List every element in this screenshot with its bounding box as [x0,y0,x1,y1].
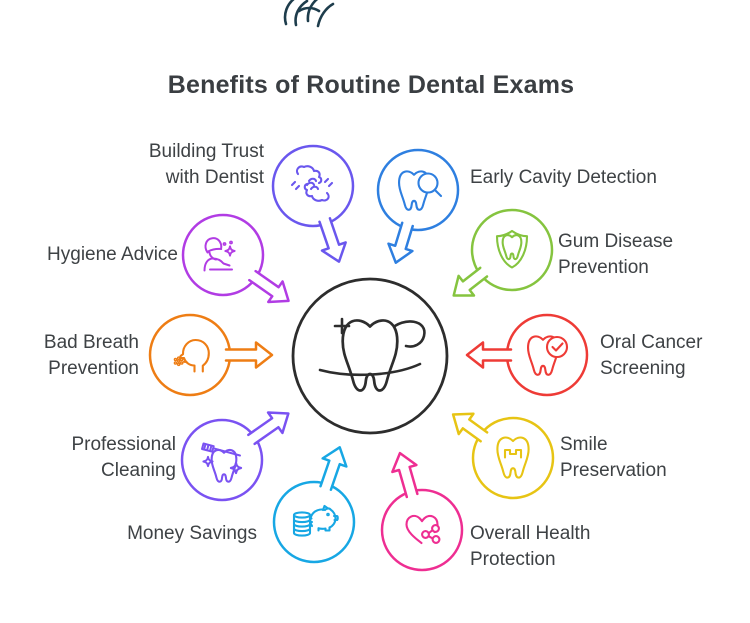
toothbrush-sparkle-icon [201,442,243,483]
node-cleaning [180,411,290,502]
node-circle [180,418,264,502]
label-line: Cleaning [101,460,176,481]
label-overall-health: Overall Health Protection [470,521,590,573]
crown-tooth-icon [496,436,530,479]
label-line: Oral Cancer [600,332,703,353]
handshake-icon [290,165,334,202]
label-line: Money Savings [127,523,257,544]
label-line: Prevention [558,257,649,278]
shield-tooth-icon [495,229,529,269]
node-hygiene [181,213,290,304]
node-building-trust [271,144,355,263]
tooth-check-icon [526,335,569,376]
page-title: Benefits of Routine Dental Exams [167,70,575,99]
node-smile [451,412,555,500]
label-line: Bad Breath [43,332,139,353]
label-gum-disease: Gum Disease Prevention [558,229,673,281]
label-line: Preservation [560,460,667,481]
label-line: Prevention [48,358,139,379]
arrow-to-center [319,446,348,492]
arrow-to-center [224,341,274,369]
node-circle [470,208,554,292]
breath-profile-icon [173,338,210,373]
heart-share-icon [405,514,441,545]
label-line: Gum Disease [558,231,674,252]
node-circle [272,480,356,564]
label-line: with Dentist [165,167,264,188]
label-line: Professional [71,434,176,455]
node-circle [380,488,464,572]
tooth-orbit-plus-icon [318,317,426,392]
arrow-to-center [248,269,290,304]
label-line: Hygiene Advice [47,244,178,265]
node-circle [505,313,589,397]
label-line: Early Cavity Detection [470,167,657,188]
label-line: Smile [560,434,608,455]
cropped-icon-fragment [283,0,335,28]
node-circle [271,144,355,228]
node-circle [376,148,460,232]
label-line: Protection [470,549,556,570]
node-oral-cancer [465,313,589,397]
label-bad-breath: Bad Breath Prevention [44,330,139,382]
label-line: Screening [600,358,686,379]
arrow-to-center [452,266,489,297]
label-money-savings: Money Savings [127,521,257,547]
node-circle [181,213,265,297]
node-gum-disease [452,208,554,297]
label-cleaning: Professional Cleaning [71,432,176,484]
node-bad-breath [148,313,274,397]
label-early-cavity: Early Cavity Detection [470,165,657,191]
node-circle [471,416,555,500]
label-building-trust: Building Trust with Dentist [149,139,264,191]
label-hygiene: Hygiene Advice [47,242,178,268]
label-line: Overall Health [470,523,591,544]
hygienist-sparkle-icon [203,237,236,272]
piggy-bank-coins-icon [292,504,339,537]
arrow-to-center [391,451,419,499]
label-oral-cancer: Oral Cancer Screening [600,330,702,382]
arrow-to-center [465,341,513,369]
arrow-to-center [387,221,414,264]
arrow-to-center [247,411,290,446]
arrow-to-center [451,412,489,443]
label-smile: Smile Preservation [560,432,667,484]
tooth-magnifier-icon [397,170,443,211]
node-overall-health [380,451,464,572]
node-early-cavity [376,148,460,264]
label-line: Building Trust [148,141,264,162]
arrow-to-center [318,216,347,263]
node-circle [148,313,232,397]
node-money-savings [272,446,356,564]
center-hub [291,277,449,435]
